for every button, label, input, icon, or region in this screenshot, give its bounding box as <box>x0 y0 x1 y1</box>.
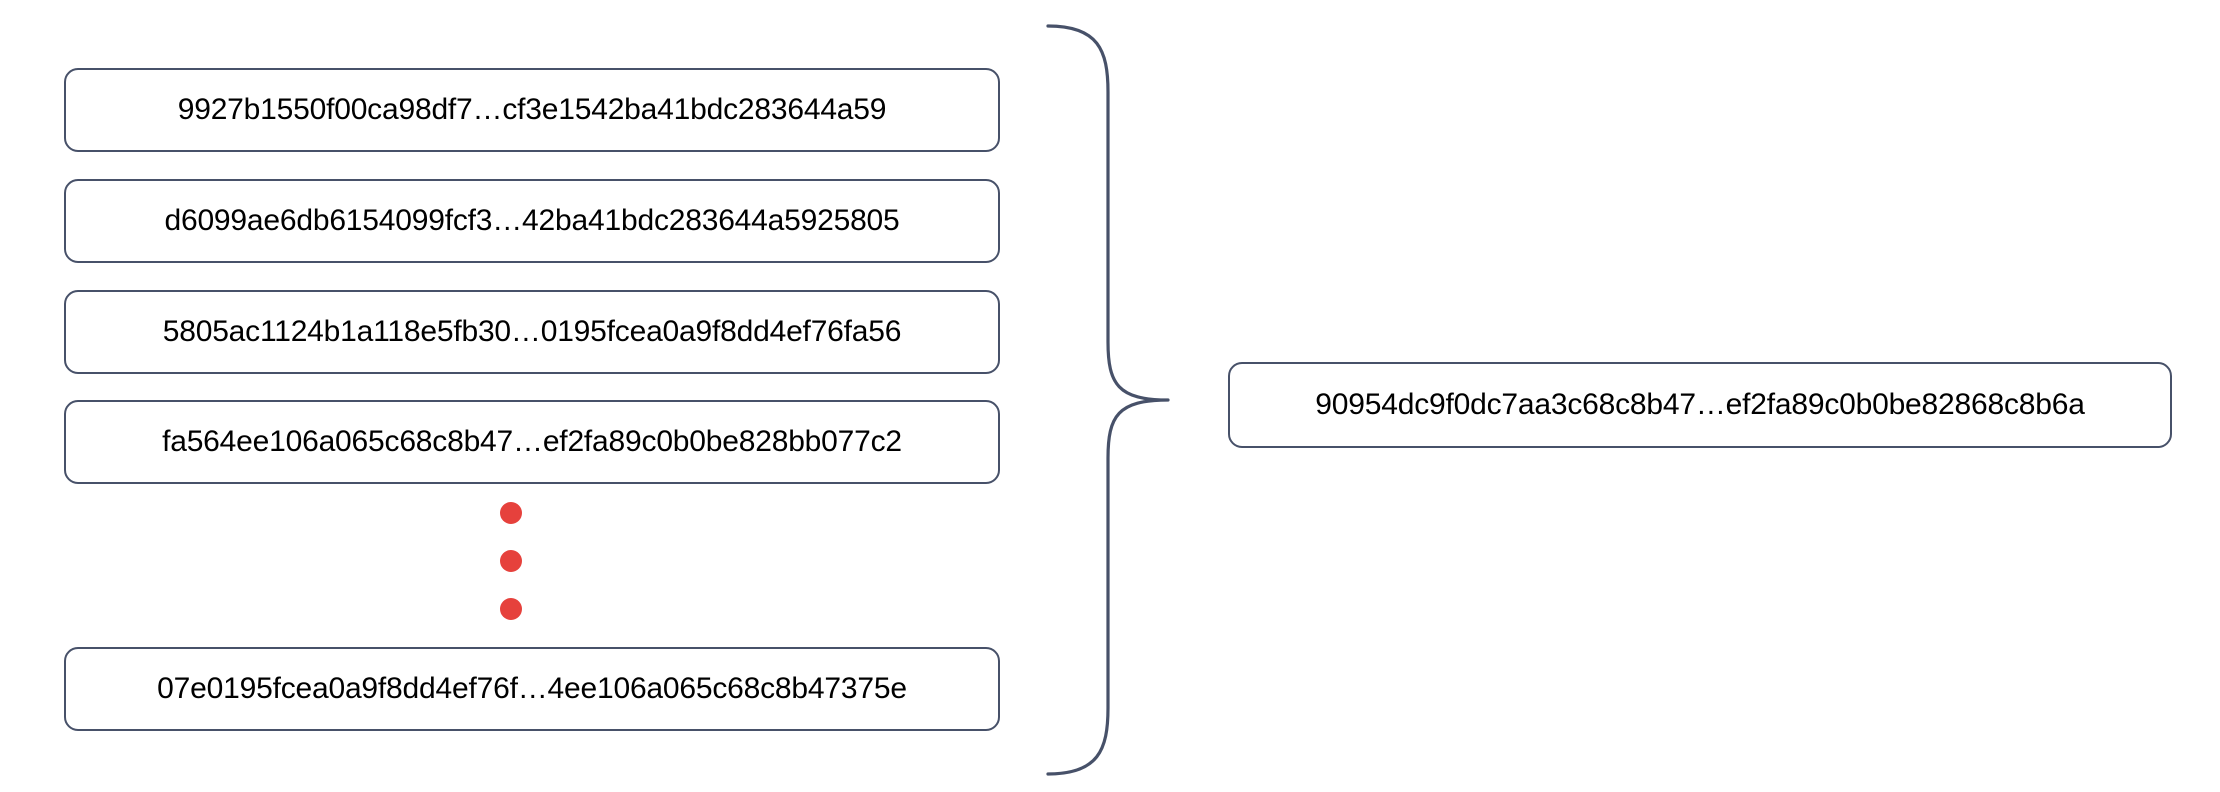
input-hash-label: fa564ee106a065c68c8b47…ef2fa89c0b0be828b… <box>162 425 902 458</box>
input-hash-box[interactable]: fa564ee106a065c68c8b47…ef2fa89c0b0be828b… <box>64 400 1000 484</box>
input-hash-label: 9927b1550f00ca98df7…cf3e1542ba41bdc28364… <box>177 93 887 126</box>
ellipsis-dot <box>500 550 522 572</box>
output-hash-label: 90954dc9f0dc7aa3c68c8b47…ef2fa89c0b0be82… <box>1315 388 2085 421</box>
input-hash-label: d6099ae6db6154099fcf3…42ba41bdc283644a59… <box>164 204 900 237</box>
input-hash-label: 07e0195fcea0a9f8dd4ef76f…4ee106a065c68c8… <box>157 672 907 705</box>
input-hash-box[interactable]: d6099ae6db6154099fcf3…42ba41bdc283644a59… <box>64 179 1000 263</box>
vertical-ellipsis-icon <box>500 500 526 630</box>
input-hash-box[interactable]: 9927b1550f00ca98df7…cf3e1542ba41bdc28364… <box>64 68 1000 152</box>
input-hash-box[interactable]: 07e0195fcea0a9f8dd4ef76f…4ee106a065c68c8… <box>64 647 1000 731</box>
input-hash-box[interactable]: 5805ac1124b1a118e5fb30…0195fcea0a9f8dd4e… <box>64 290 1000 374</box>
input-hash-label: 5805ac1124b1a118e5fb30…0195fcea0a9f8dd4e… <box>162 315 902 348</box>
output-hash-box[interactable]: 90954dc9f0dc7aa3c68c8b47…ef2fa89c0b0be82… <box>1228 362 2172 448</box>
ellipsis-dot <box>500 502 522 524</box>
curly-brace-right-icon <box>1040 20 1190 780</box>
ellipsis-dot <box>500 598 522 620</box>
